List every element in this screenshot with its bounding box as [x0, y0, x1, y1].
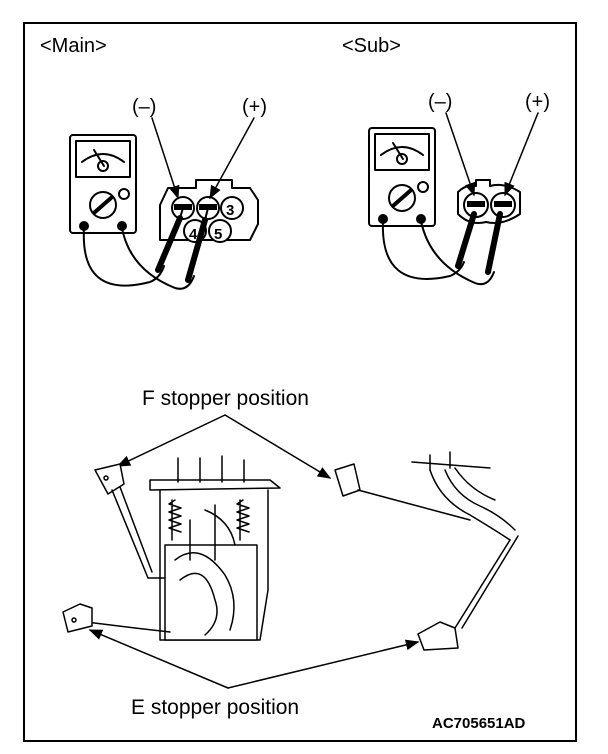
- main-plus-arrow: [209, 117, 255, 200]
- main-fuel-pump-module-icon: [69, 455, 281, 641]
- main-plus-label: (+): [242, 96, 267, 118]
- main-label: <Main>: [40, 35, 107, 57]
- e-stopper-arrow-left: [88, 629, 229, 689]
- f-stopper-arrow-right: [224, 414, 332, 479]
- figure-code: AC705651AD: [432, 715, 526, 732]
- sub-label: <Sub>: [342, 35, 401, 57]
- pin-5-label: 5: [214, 226, 222, 243]
- sub-multimeter-icon: [368, 127, 436, 227]
- sub-plus-label: (+): [525, 91, 550, 113]
- sub-plus-arrow: [504, 112, 539, 197]
- sub-test-probes: [381, 211, 503, 286]
- sub-connector-icon: [457, 179, 521, 224]
- e-stopper-label: E stopper position: [131, 696, 299, 719]
- sub-minus-label: (–): [428, 91, 452, 113]
- main-multimeter-icon: [69, 134, 137, 234]
- main-connector-icon: [159, 179, 259, 243]
- main-e-stopper-float-icon: [62, 603, 93, 633]
- sub-minus-arrow: [445, 112, 476, 197]
- main-minus-arrow: [151, 117, 180, 200]
- sub-level-sensor-icon: [334, 451, 519, 629]
- e-stopper-arrow-right: [227, 639, 420, 689]
- main-minus-label: (–): [132, 96, 156, 118]
- pin-4-label: 4: [189, 226, 198, 243]
- sub-e-stopper-float-icon: [417, 621, 459, 651]
- f-stopper-label: F stopper position: [142, 387, 309, 410]
- f-stopper-arrow-left: [116, 414, 226, 467]
- main-test-probes: [82, 207, 209, 290]
- pin-3-label: 3: [226, 202, 234, 219]
